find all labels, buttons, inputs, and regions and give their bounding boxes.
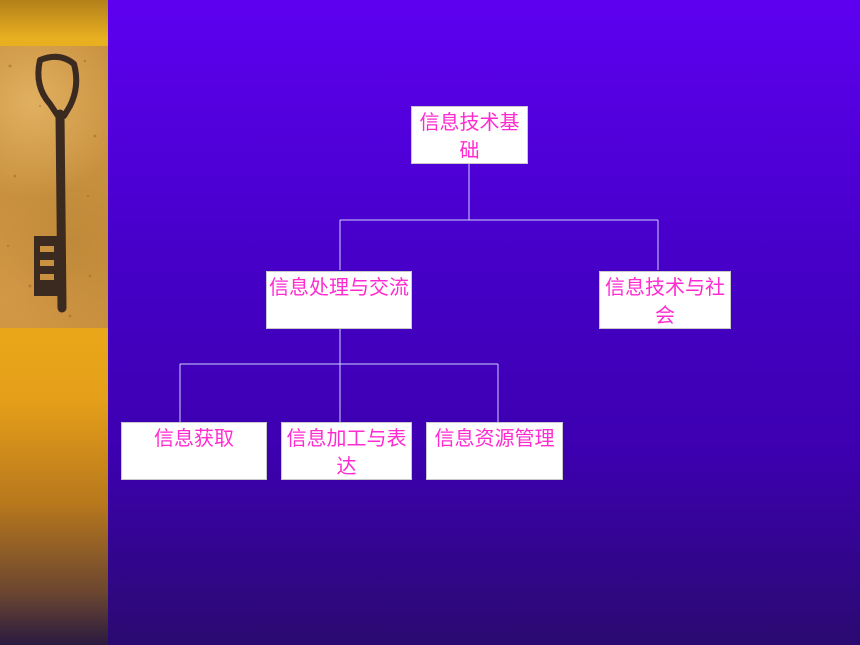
node-info-acquire: 信息获取 (121, 422, 267, 480)
node-info-resource-label: 信息资源管理 (434, 426, 555, 450)
node-info-society-label: 信息技术与社会 (605, 275, 725, 327)
node-info-acquire-label: 信息获取 (154, 426, 234, 450)
side-strip (0, 0, 108, 645)
node-root: 信息技术基础 (411, 106, 528, 164)
node-info-society: 信息技术与社会 (599, 271, 731, 329)
node-info-express: 信息加工与表达 (281, 422, 412, 480)
key-image (0, 46, 108, 328)
node-info-processing: 信息处理与交流 (266, 271, 412, 329)
node-info-express-label: 信息加工与表达 (286, 426, 407, 478)
node-info-resource: 信息资源管理 (426, 422, 563, 480)
key-icon (7, 53, 97, 318)
node-root-label: 信息技术基础 (419, 110, 520, 162)
node-info-processing-label: 信息处理与交流 (269, 275, 409, 299)
